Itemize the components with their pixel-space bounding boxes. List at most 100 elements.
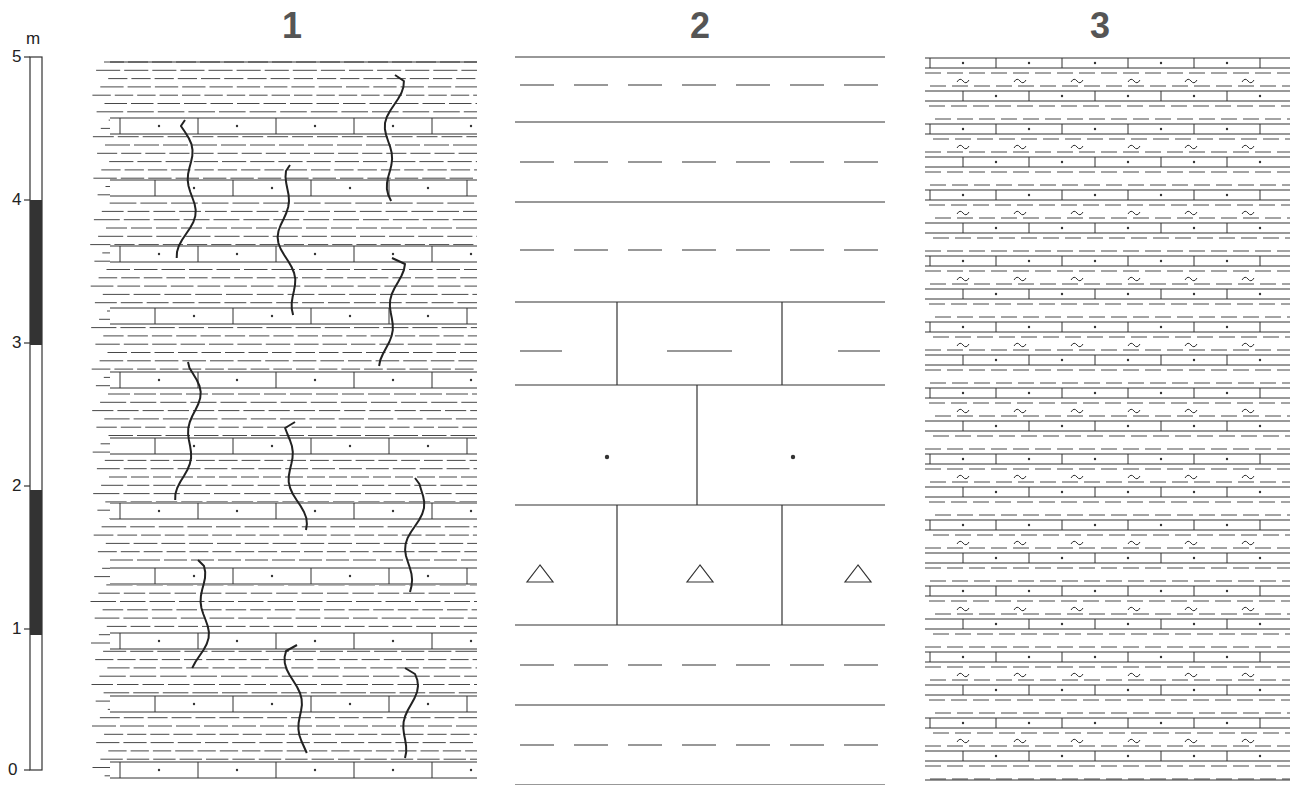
shale-dash bbox=[459, 692, 477, 693]
shale-dash bbox=[243, 717, 263, 718]
shale-dash bbox=[202, 203, 229, 204]
shale-dash bbox=[1062, 383, 1078, 384]
shale-dash bbox=[1149, 304, 1165, 305]
shale-dash bbox=[224, 286, 247, 287]
dot bbox=[1259, 359, 1261, 361]
shale-dash bbox=[108, 352, 128, 353]
shale-dash bbox=[220, 734, 239, 735]
shale-dash bbox=[1035, 271, 1051, 272]
shale-dash bbox=[420, 410, 441, 411]
shale-dash bbox=[395, 493, 421, 494]
shale-dash bbox=[947, 271, 963, 272]
limestone-joint bbox=[155, 696, 156, 712]
shale-dash bbox=[173, 734, 192, 735]
shale-dash bbox=[461, 70, 477, 71]
limestone-line bbox=[925, 58, 1290, 59]
shale-dash bbox=[1079, 251, 1095, 252]
shale-dash bbox=[1199, 218, 1215, 219]
shale-dash bbox=[449, 684, 471, 685]
shale-dash bbox=[1065, 337, 1081, 338]
tilde-symbol bbox=[1128, 277, 1140, 281]
shale-dash bbox=[1106, 185, 1122, 186]
shale-dash bbox=[311, 402, 337, 403]
shale-dash bbox=[947, 350, 963, 351]
shale-dash bbox=[153, 211, 175, 212]
shale-dash bbox=[208, 327, 233, 328]
limestone-joint bbox=[155, 568, 156, 584]
shale-dash bbox=[151, 742, 174, 743]
shale-dash bbox=[974, 383, 990, 384]
shale-dash bbox=[414, 427, 434, 428]
shale-dash bbox=[1131, 139, 1147, 140]
tilde-symbol bbox=[1071, 343, 1083, 347]
shale-dash bbox=[410, 153, 430, 154]
shale-dash bbox=[288, 726, 312, 727]
shale-dash bbox=[929, 304, 945, 305]
burrow-trace bbox=[285, 645, 307, 753]
shale-dash bbox=[377, 70, 401, 71]
shale-dash bbox=[123, 493, 149, 494]
shale-dash bbox=[321, 70, 345, 71]
dot bbox=[392, 769, 394, 771]
shale-dash bbox=[150, 734, 169, 735]
shale-dash bbox=[321, 626, 341, 627]
shale-dash bbox=[305, 493, 331, 494]
shale-dash bbox=[1167, 73, 1183, 74]
shale-dash bbox=[281, 228, 302, 229]
shale-dash bbox=[460, 277, 477, 278]
shale-dash bbox=[1238, 86, 1254, 87]
shale-dash bbox=[1013, 350, 1029, 351]
dot bbox=[158, 125, 160, 127]
dot bbox=[1094, 128, 1096, 130]
shale-dash bbox=[1153, 139, 1169, 140]
shale-dash bbox=[1123, 251, 1139, 252]
shale-dash bbox=[97, 153, 117, 154]
shale-dash bbox=[1133, 119, 1149, 120]
shale-dash bbox=[410, 78, 429, 79]
shale-dash bbox=[957, 119, 973, 120]
shale-dash bbox=[311, 692, 337, 693]
shale-dash bbox=[463, 211, 477, 212]
shale-dash bbox=[1128, 86, 1144, 87]
shale-dash bbox=[206, 659, 224, 660]
tilde-symbol bbox=[1014, 79, 1026, 83]
shale-dash bbox=[343, 352, 363, 353]
shale-dash bbox=[99, 676, 125, 677]
shale-dash bbox=[991, 251, 1007, 252]
shale-dash bbox=[364, 759, 386, 760]
shale-dash bbox=[996, 185, 1012, 186]
tilde-symbol bbox=[957, 277, 969, 281]
shale-dash bbox=[1061, 106, 1077, 107]
shale-dash bbox=[474, 468, 478, 469]
shale-dash bbox=[232, 742, 255, 743]
shale-dash bbox=[317, 659, 335, 660]
shale-dash bbox=[574, 664, 608, 665]
shale-dash bbox=[148, 717, 168, 718]
shale-dash bbox=[285, 759, 307, 760]
limestone-line bbox=[925, 167, 1290, 168]
shale-dash bbox=[1177, 119, 1193, 120]
dot bbox=[427, 445, 429, 447]
shale-dash bbox=[280, 435, 305, 436]
shale-dash bbox=[1211, 271, 1227, 272]
shale-dash bbox=[107, 667, 129, 668]
shale-dash bbox=[460, 352, 477, 353]
shale-dash bbox=[218, 153, 238, 154]
shale-dash bbox=[1193, 106, 1209, 107]
shale-dash bbox=[134, 418, 159, 419]
shale-dash bbox=[299, 269, 323, 270]
shale-dash bbox=[433, 111, 460, 112]
shale-dash bbox=[276, 593, 297, 594]
shale-dash bbox=[266, 734, 285, 735]
limestone-line bbox=[925, 365, 1290, 366]
shale-dash bbox=[95, 618, 120, 619]
shale-dash bbox=[329, 477, 347, 478]
shale-dash bbox=[250, 626, 270, 627]
shale-dash bbox=[294, 344, 318, 345]
shale-dash bbox=[333, 460, 352, 461]
shale-dash bbox=[1057, 152, 1073, 153]
limestone-line bbox=[110, 762, 477, 763]
shale-dash bbox=[422, 435, 447, 436]
limestone-joint bbox=[1161, 157, 1162, 167]
limestone-joint bbox=[1161, 355, 1162, 365]
